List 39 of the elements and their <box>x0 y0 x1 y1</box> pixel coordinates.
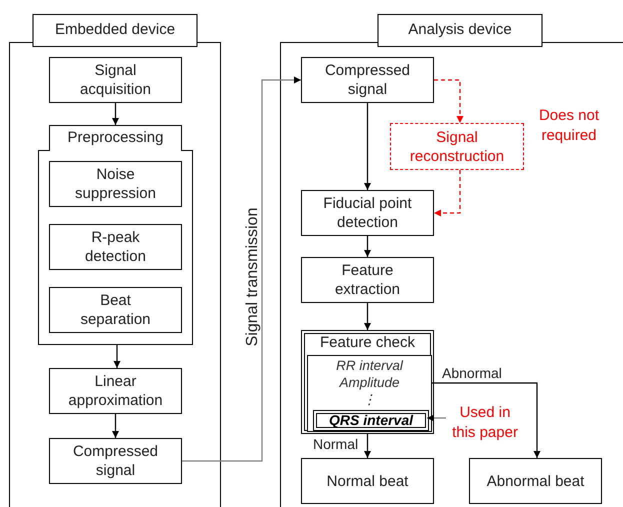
process-box: Signal acquisition <box>49 57 182 103</box>
note-text: Used in this paper <box>446 403 524 445</box>
check-box <box>301 330 434 434</box>
arrow <box>364 434 371 458</box>
process-box: Beat separation <box>49 287 182 333</box>
process-box: R-peak detection <box>49 224 182 270</box>
arrow <box>112 103 119 125</box>
box-heading: Feature check <box>318 333 416 353</box>
process-box: Abnormal beat <box>469 458 602 504</box>
arrow <box>182 76 301 462</box>
arrow <box>364 236 371 257</box>
process-box: Compressed signal <box>301 57 434 103</box>
process-box: Linear approximation <box>49 368 182 414</box>
process-box: Normal beat <box>301 458 434 504</box>
arrow <box>431 382 540 458</box>
edge-label: Normal <box>313 437 358 451</box>
panel-title: Analysis device <box>378 14 542 47</box>
vertical-label: Signal transmission <box>243 208 262 346</box>
edge-label: Abnormal <box>442 366 502 380</box>
note-text: Does not required <box>538 106 600 146</box>
arrow <box>427 414 446 422</box>
arrow <box>364 103 371 190</box>
process-box: Feature extraction <box>301 257 434 303</box>
arrow <box>112 414 119 438</box>
panel-title: Embedded device <box>32 14 198 47</box>
arrow <box>364 303 371 330</box>
feature-name: RR interval <box>336 357 403 374</box>
process-box: Compressed signal <box>49 438 182 484</box>
process-box: Noise suppression <box>49 161 182 207</box>
dashed-arrow <box>434 170 461 216</box>
group-header: Preprocessing <box>49 125 182 151</box>
dashed-arrow <box>434 79 464 123</box>
feature-name: ⋮ <box>362 391 376 408</box>
feature-name: Amplitude <box>339 374 400 391</box>
optional-process-box: Signal reconstruction <box>390 123 524 170</box>
selected-feature-box: QRS interval <box>313 410 429 431</box>
feature-list-box <box>307 355 432 432</box>
arrow <box>114 345 120 368</box>
process-box: Fiducial point detection <box>301 190 434 236</box>
